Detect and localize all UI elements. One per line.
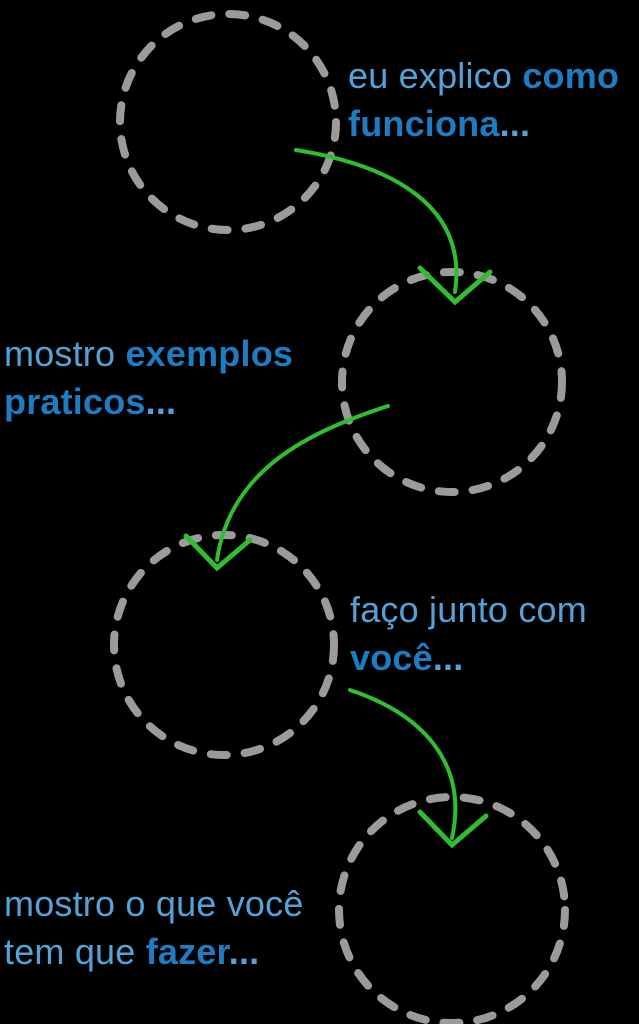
step-2-ellipsis: ...	[145, 381, 177, 422]
step-1-label: eu explico como funciona...	[348, 52, 619, 148]
arrow-1-icon	[294, 148, 493, 306]
dashed-circle-2	[338, 268, 566, 496]
step-3-line-2: você...	[350, 634, 587, 682]
step-2-label: mostro exemplos praticos...	[4, 330, 293, 426]
arrow-3-icon	[348, 688, 489, 849]
step-3-ellipsis: ...	[432, 637, 464, 678]
step-3-line-1: faço junto com	[350, 586, 587, 634]
step-2-text-regular: mostro	[4, 333, 126, 374]
step-2-text-bold: exemplos	[125, 333, 294, 374]
step-1-text-regular: eu explico	[348, 55, 523, 96]
step-4-ellipsis: ...	[228, 931, 260, 972]
step-4-text2-bold: fazer	[145, 931, 229, 972]
arrow-2-icon	[183, 404, 390, 572]
step-4-text2-regular: tem que	[4, 931, 146, 972]
step-1-text2-bold: funciona	[348, 103, 500, 144]
step-4-line-1: mostro o que você	[4, 880, 304, 928]
dashed-circle-4	[335, 793, 569, 1024]
step-2-line-1: mostro exemplos	[4, 330, 293, 378]
dashed-circle-3	[110, 531, 338, 759]
step-4-line-2: tem que fazer...	[4, 928, 304, 976]
step-3-text-regular: faço junto com	[350, 589, 587, 630]
step-3-label: faço junto com você...	[350, 586, 587, 682]
step-4-label: mostro o que você tem que fazer...	[4, 880, 304, 976]
step-3-text2-bold: você	[350, 637, 433, 678]
dashed-circle-1	[116, 10, 340, 234]
step-1-ellipsis: ...	[499, 103, 531, 144]
step-1-line-1: eu explico como	[348, 52, 619, 100]
step-4-text-regular: mostro o que você	[4, 883, 304, 924]
step-1-text-bold: como	[522, 55, 620, 96]
step-2-line-2: praticos...	[4, 378, 293, 426]
step-1-line-2: funciona...	[348, 100, 619, 148]
step-2-text2-bold: praticos	[4, 381, 146, 422]
